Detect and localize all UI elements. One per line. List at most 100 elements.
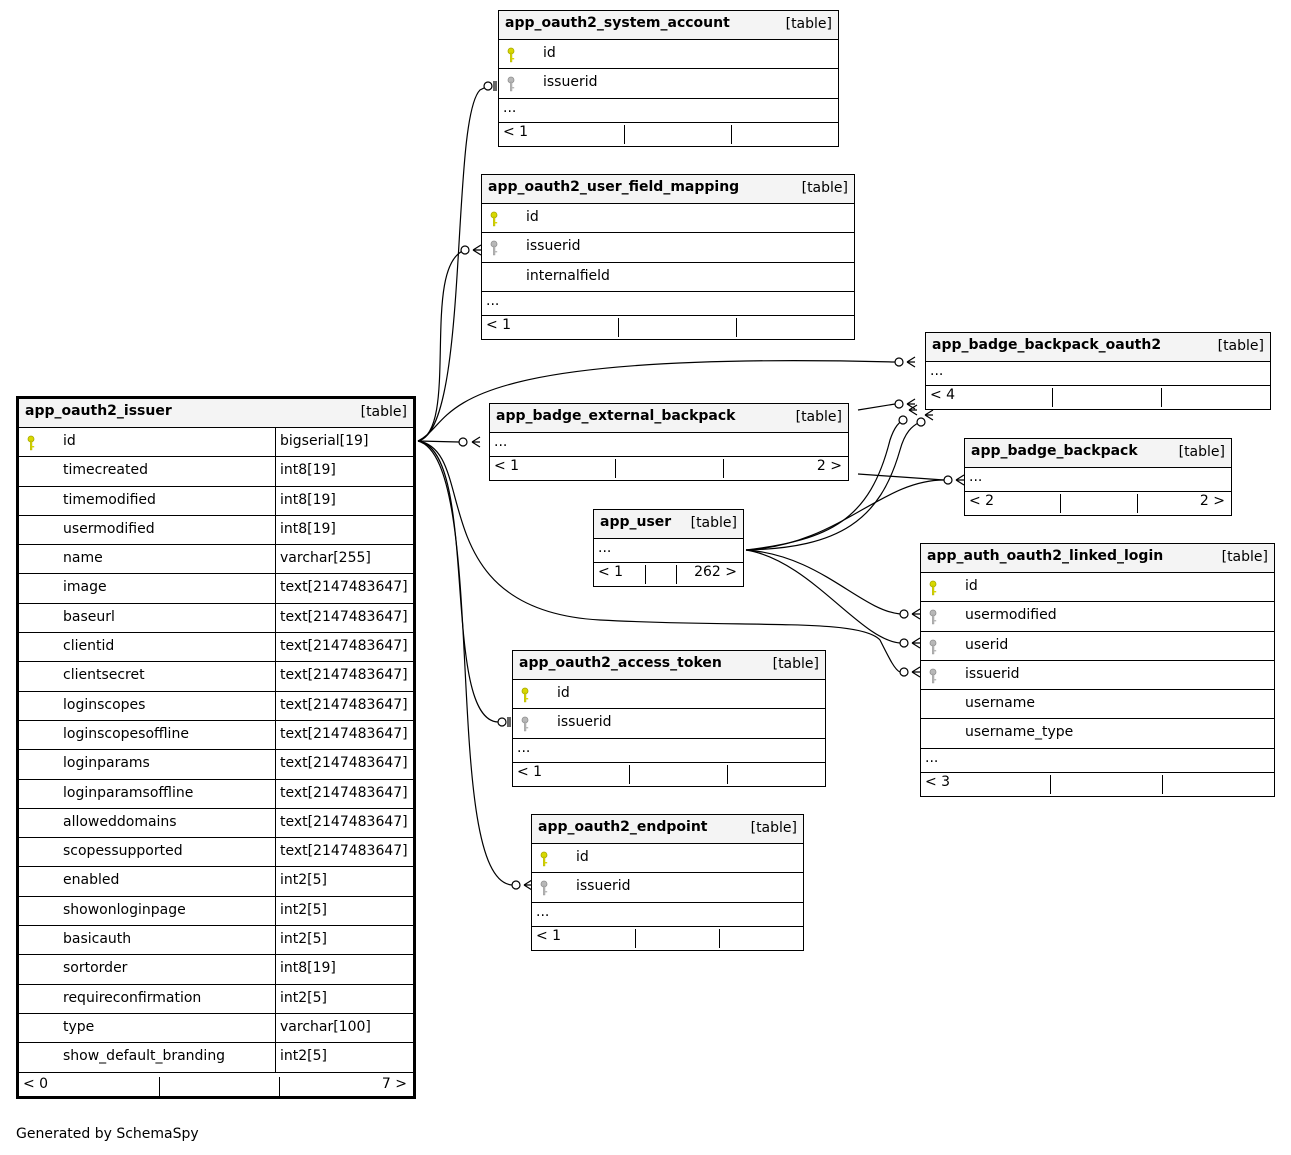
table-column-row[interactable]: issuerid (921, 661, 1274, 691)
column-type-cell: int2[5] (275, 867, 413, 896)
table-column-row[interactable]: username (921, 690, 1274, 720)
footer-divider (645, 565, 646, 584)
table-footer: < 1 262 > (594, 563, 743, 586)
table-header: app_oauth2_endpoint[table] (532, 815, 803, 844)
table-column-row[interactable]: userid (921, 632, 1274, 661)
column-type: bigserial[19] (280, 433, 369, 449)
table-footer: < 1 (482, 316, 854, 339)
column-type: varchar[255] (280, 550, 371, 567)
edge-issuer-external-backpack (417, 440, 460, 443)
more-columns-ellipsis: ... (532, 903, 803, 927)
column-type-cell: bigserial[19] (275, 428, 413, 457)
column-type-cell: text[2147483647] (275, 808, 413, 838)
parents-count[interactable]: < 4 (930, 387, 956, 403)
edge-many-marker (472, 244, 482, 256)
edge-many-marker (908, 404, 918, 416)
children-count[interactable]: 7 > (381, 1075, 407, 1092)
footer-divider (1137, 494, 1138, 513)
table-column-row[interactable]: usermodified (921, 602, 1274, 632)
table-column-row[interactable]: id (499, 40, 838, 70)
footer-divider (676, 565, 677, 584)
table-header: app_oauth2_access_token[table] (513, 651, 825, 680)
table-app-oauth2-user-field-mapping[interactable]: app_oauth2_user_field_mapping[table]id is… (481, 174, 855, 340)
column-name: issuerid (526, 238, 581, 255)
parents-count[interactable]: < 3 (925, 773, 951, 790)
column-name: id (526, 209, 539, 225)
column-type: text[2147483647] (280, 813, 408, 830)
column-name: show_default_branding (63, 1048, 226, 1065)
table-header: app_oauth2_system_account[table] (499, 11, 838, 40)
table-app-badge-external-backpack[interactable]: app_badge_external_backpack[table]...< 1… (489, 403, 849, 481)
parents-count[interactable]: < 1 (503, 123, 529, 140)
parents-count[interactable]: < 1 (536, 927, 562, 944)
table-column-row[interactable]: internalfield (482, 263, 854, 292)
edge-optional-marker (894, 399, 904, 409)
table-column-row[interactable]: id (513, 680, 825, 710)
table-header: app_oauth2_user_field_mapping[table] (482, 175, 854, 204)
footer-divider (731, 124, 732, 144)
edge-optional-marker (460, 245, 470, 255)
table-column-row[interactable]: issuerid (499, 69, 838, 99)
table-name: app_badge_backpack (971, 443, 1138, 459)
parents-count[interactable]: < 2 (969, 493, 995, 509)
more-columns-ellipsis: ... (499, 99, 838, 123)
edge-one-marker (507, 717, 511, 727)
children-count[interactable]: 2 > (1199, 493, 1225, 509)
children-count[interactable]: 2 > (816, 458, 842, 474)
table-column-row[interactable]: id bigserial[19] (19, 428, 413, 458)
table-column-row[interactable]: issuerid (482, 233, 854, 263)
parents-count[interactable]: < 0 (23, 1075, 49, 1092)
table-column-row[interactable]: issuerid (532, 873, 803, 903)
parents-count[interactable]: < 1 (494, 458, 520, 474)
parents-count[interactable]: < 1 (486, 316, 512, 333)
footer-divider (618, 317, 619, 337)
table-column-row[interactable]: id (921, 573, 1274, 603)
column-type-cell: text[2147483647] (275, 662, 413, 691)
table-app-badge-backpack-oauth2[interactable]: app_badge_backpack_oauth2[table]...< 4 (925, 332, 1271, 410)
parents-count[interactable]: < 1 (598, 564, 624, 580)
column-name: userid (965, 636, 1009, 653)
column-name: internalfield (526, 267, 610, 284)
column-name: id (63, 433, 76, 449)
table-column-row[interactable]: username_type (921, 719, 1274, 749)
more-columns-ellipsis: ... (482, 292, 854, 316)
table-footer: < 1 (499, 123, 838, 146)
table-column-row[interactable]: issuerid (513, 709, 825, 739)
children-count[interactable]: 262 > (694, 564, 737, 580)
table-column-row[interactable]: id (532, 844, 803, 874)
column-type: text[2147483647] (280, 784, 408, 801)
parents-count[interactable]: < 1 (517, 763, 543, 780)
table-column-row[interactable]: id (482, 204, 854, 234)
edge-external-backpack-oauth2 (857, 403, 896, 411)
table-type-label: [table] (1217, 338, 1264, 354)
footer-divider (723, 459, 724, 478)
